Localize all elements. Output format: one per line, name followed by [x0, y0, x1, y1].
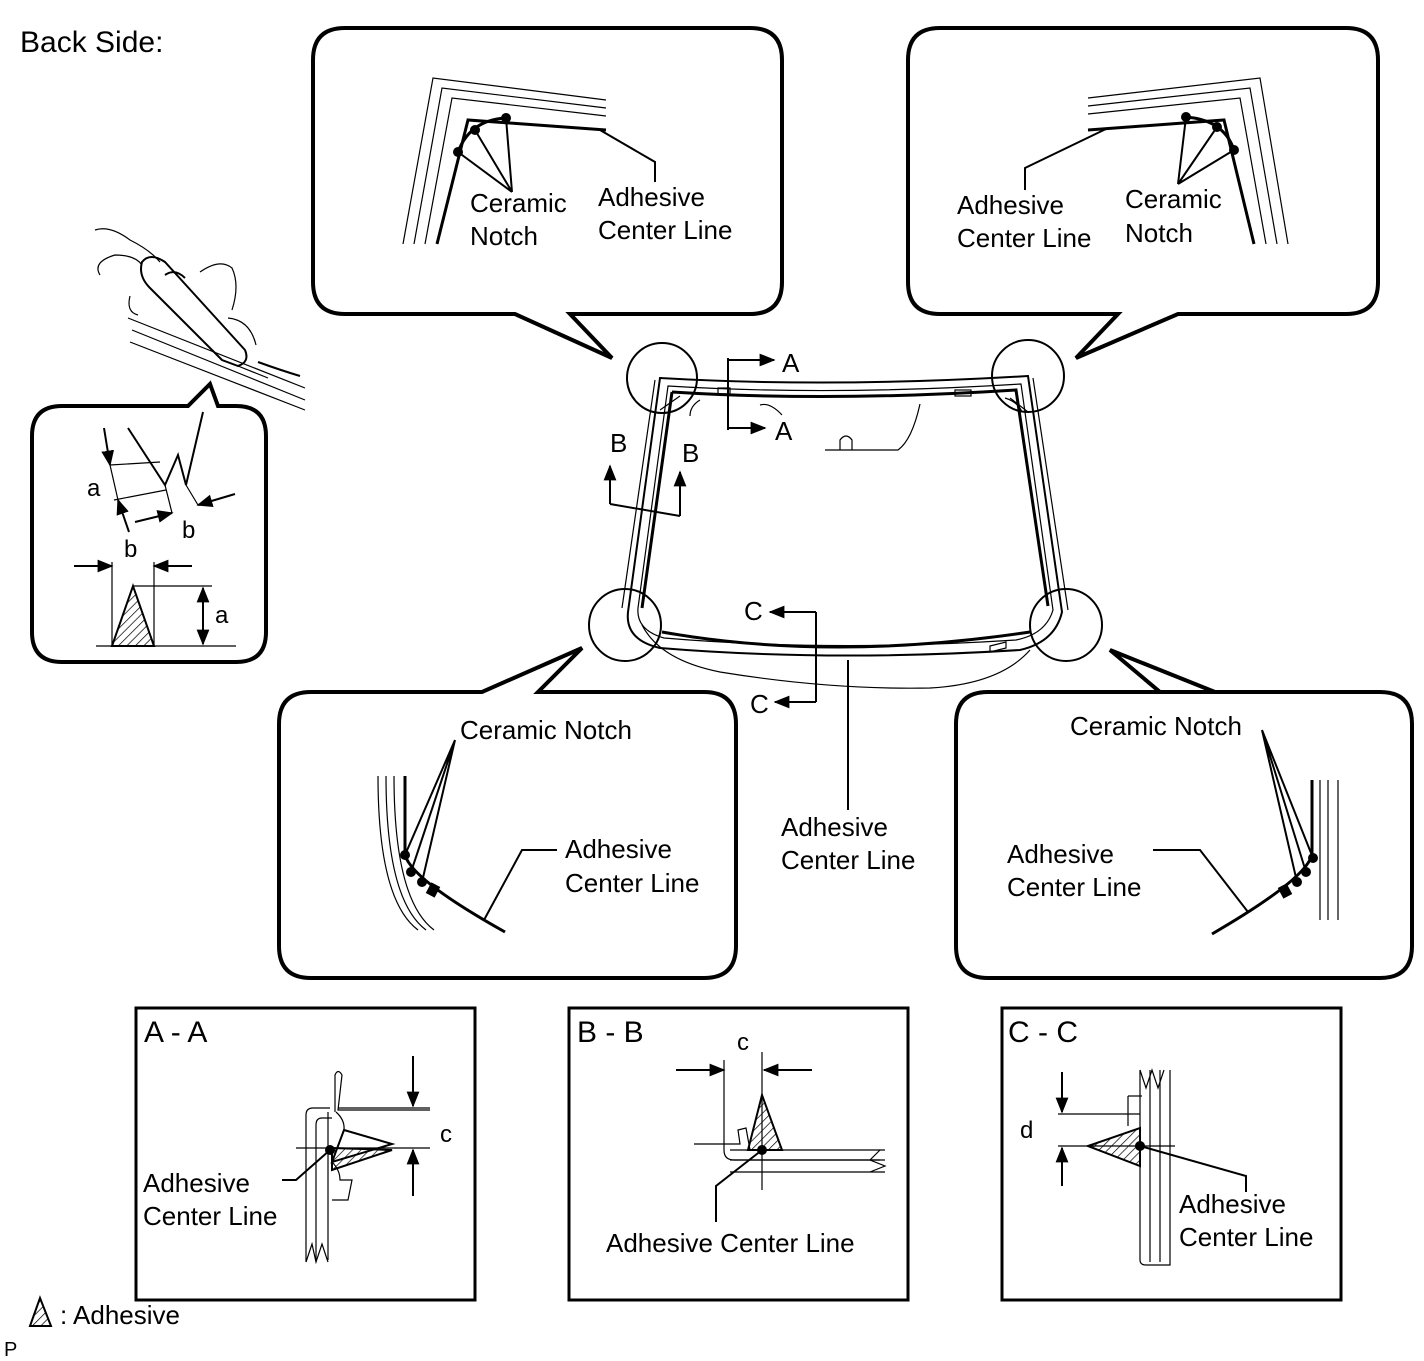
section-a-label-bottom: A [775, 416, 793, 446]
aa-dim-c: c [440, 1121, 452, 1148]
bead-dim-b-top: b [182, 517, 195, 544]
tl-notch-label: Notch [470, 221, 538, 251]
cc-center-line-label: Center Line [1179, 1222, 1313, 1252]
section-b-label-left: B [610, 428, 627, 458]
bl-adhesive-label: Adhesive [565, 834, 672, 864]
section-marker-c: C C [744, 596, 817, 719]
tr-center-line-label: Center Line [957, 223, 1091, 253]
section-marker-a: A A [727, 348, 800, 446]
section-cc-title: C - C [1008, 1016, 1078, 1049]
section-a-label-top: A [782, 348, 800, 378]
corner-circle-bottom-right [1029, 588, 1103, 662]
callout-top-left: Ceramic Notch Adhesive Center Line [311, 26, 784, 360]
legend: : Adhesive [28, 1295, 180, 1330]
bl-center-line-label: Center Line [565, 868, 699, 898]
bead-dim-a-top: a [87, 475, 101, 502]
adhesive-legend-icon [28, 1295, 53, 1327]
tr-adhesive-label: Adhesive [957, 190, 1064, 220]
callout-bottom-right: Ceramic Notch Adhesive Center Line [954, 648, 1414, 980]
section-bb-panel: B - B c Adhesive Center Line [567, 1006, 910, 1302]
br-adhesive-label: Adhesive [1007, 839, 1114, 869]
callout-bottom-left: Ceramic Notch Adhesive Center Line [277, 646, 738, 980]
center-center-line-label: Center Line [781, 845, 915, 875]
bead-dim-b-bottom: b [124, 536, 137, 563]
legend-text: : Adhesive [60, 1300, 180, 1330]
section-cc-panel: C - C d Adhesive Center Line [1000, 1006, 1343, 1302]
tr-notch-label: Notch [1125, 218, 1193, 248]
section-aa-panel: A - A c Adhesive Center Line [134, 1006, 477, 1302]
bb-adhesive-center-line-label: Adhesive Center Line [606, 1228, 855, 1258]
corner-circle-top-right [991, 339, 1065, 413]
tl-adhesive-label: Adhesive [598, 182, 705, 212]
section-bb-title: B - B [577, 1016, 644, 1049]
tr-ceramic-label: Ceramic [1125, 184, 1222, 214]
section-b-label-right: B [682, 438, 699, 468]
windshield-outline [621, 374, 1069, 689]
aa-center-line-label: Center Line [143, 1201, 277, 1231]
br-ceramic-notch-label: Ceramic Notch [1070, 711, 1242, 741]
callout-top-right: Adhesive Center Line Ceramic Notch [906, 26, 1380, 360]
bead-size-callout: a b b a [30, 380, 268, 664]
section-marker-b: B B [603, 428, 699, 517]
section-aa-title: A - A [144, 1016, 207, 1049]
bead-dim-a-bottom: a [215, 602, 229, 629]
br-center-line-label: Center Line [1007, 872, 1141, 902]
bb-dim-c: c [737, 1029, 749, 1056]
aa-adhesive-label: Adhesive [143, 1168, 250, 1198]
cc-dim-d: d [1020, 1117, 1033, 1144]
tl-ceramic-label: Ceramic [470, 188, 567, 218]
section-c-label-top: C [744, 596, 763, 626]
section-c-label-bottom: C [750, 689, 769, 719]
adhesive-gun-illustration [94, 228, 306, 411]
corner-circle-bottom-left [588, 588, 662, 662]
cc-adhesive-label: Adhesive [1179, 1189, 1286, 1219]
tl-center-line-label: Center Line [598, 215, 732, 245]
corner-circle-top-left [626, 342, 698, 414]
page-title: Back Side: [20, 26, 163, 59]
footer-code: P [4, 1339, 17, 1361]
bl-ceramic-notch-label: Ceramic Notch [460, 715, 632, 745]
center-adhesive-label: Adhesive [781, 812, 888, 842]
